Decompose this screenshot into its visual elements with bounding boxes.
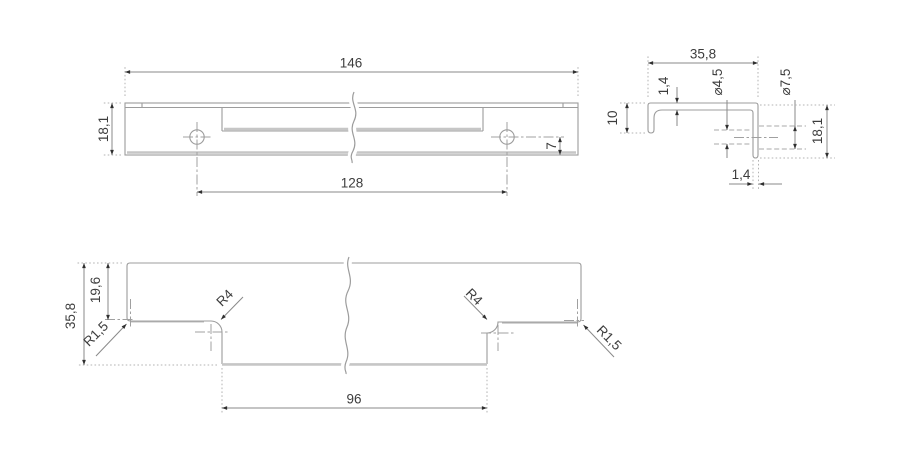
dim-top-recess-width-label: 96 [346,392,361,407]
dim-top-depth: 35,8 [63,262,217,366]
front-view: 146 18,1 128 7 [96,56,579,196]
front-hole-right [499,129,515,145]
dim-section-top-wall: 1,4 [656,76,679,126]
dim-section-height-label: 18,1 [810,118,825,144]
label-radius-outer-right-text: R1,5 [594,322,625,353]
dim-section-height: 18,1 [760,104,835,159]
front-hole-left [189,129,205,145]
section-profile [647,102,759,159]
top-break-line [340,256,355,375]
dim-top-front-depth-label: 19,6 [88,277,103,303]
top-view: 35,8 19,6 R1,5 R4 R4 R1,5 [63,256,625,414]
dim-front-height-label: 18,1 [96,116,111,142]
dim-front-hole-offset: 7 [544,137,562,155]
label-radius-outer-right: R1,5 [583,322,625,358]
dim-section-lip-height: 10 [605,102,645,134]
dim-top-front-depth: 19,6 [88,263,110,320]
dim-top-recess-width: 96 [221,368,488,414]
section-hidden-holes [714,125,806,150]
dim-section-hole-large-label: ⌀7,5 [778,69,793,96]
radius-center-marks [105,299,584,351]
dim-section-hole-small: ⌀4,5 [710,69,729,158]
dim-section-side-wall-label: 1,4 [732,167,751,182]
dim-front-length: 146 [124,56,579,96]
dim-front-hole-offset-label: 7 [544,142,559,150]
front-break-line [347,91,360,164]
section-view: 35,8 1,4 ⌀4,5 ⌀7,5 10 [605,47,835,191]
dim-section-hole-large: ⌀7,5 [778,69,797,149]
dim-front-hole-spacing: 128 [197,176,507,194]
dim-section-top-wall-label: 1,4 [656,76,671,95]
dim-section-side-wall: 1,4 [729,160,782,191]
dim-front-length-label: 146 [340,56,363,71]
dim-front-height: 18,1 [96,102,121,156]
label-radius-outer-left: R1,5 [80,318,127,357]
dim-section-width: 35,8 [647,47,759,97]
dim-front-hole-spacing-label: 128 [341,176,364,191]
dim-section-hole-small-label: ⌀4,5 [710,69,725,96]
dim-section-lip-height-label: 10 [605,110,620,125]
dim-section-width-label: 35,8 [690,47,716,62]
dim-top-depth-label: 35,8 [63,303,78,329]
